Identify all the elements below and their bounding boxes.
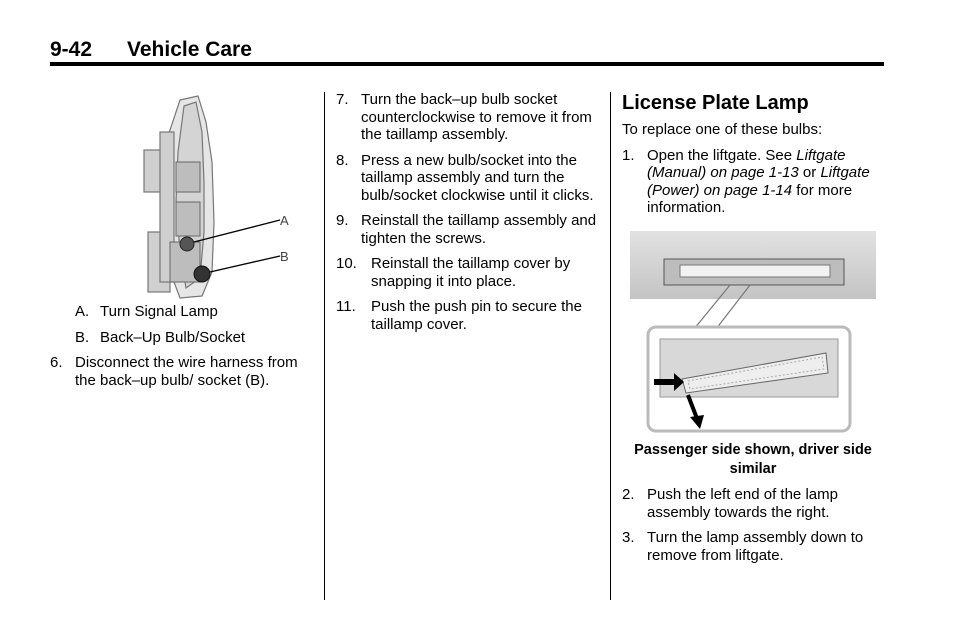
backup-bulb-socket	[193, 265, 211, 283]
step-text: Open the liftgate. See	[647, 146, 797, 164]
liftgate-manual-link[interactable]: Liftgate (Manual) on page 1-13	[647, 146, 846, 182]
column-divider-1	[324, 92, 325, 600]
item-marker: A.	[75, 303, 90, 320]
item-marker: B.	[75, 328, 90, 346]
list-item: 8. Press a new bulb/socket into the tail…	[336, 152, 598, 205]
list-item: 6. Disconnect the wire harness from the …	[50, 354, 312, 389]
list-item: 11. Push the push pin to secure the tail…	[336, 298, 598, 333]
item-text: Back–Up Bulb/Socket	[100, 328, 246, 346]
list-item: B. Back–Up Bulb/Socket	[50, 329, 312, 347]
item-text: Turn the lamp assembly down to remove fr…	[647, 529, 864, 564]
column-3: License Plate Lamp To replace one of the…	[622, 91, 884, 225]
step-text: or	[798, 164, 821, 181]
list-item: 3. Turn the lamp assembly down to remove…	[622, 529, 884, 564]
item-text: Press a new bulb/socket into the taillam…	[361, 151, 594, 204]
item-marker: 7.	[336, 91, 349, 108]
column-2: 7. Turn the back–up bulb socket counterc…	[336, 91, 598, 341]
list-item: 9. Reinstall the taillamp assembly and t…	[336, 212, 598, 247]
item-marker: 9.	[336, 212, 349, 229]
intro-text: To replace one of these bulbs:	[622, 121, 823, 138]
header-rule	[50, 62, 884, 66]
item-text: Reinstall the taillamp assembly and tigh…	[361, 212, 597, 247]
item-text: Push the left end of the lamp assembly t…	[647, 486, 838, 521]
item-marker: 3.	[622, 529, 635, 546]
callout-a: A	[280, 213, 289, 228]
item-text: Reinstall the taillamp cover by snapping…	[371, 255, 571, 290]
item-marker: 6.	[50, 354, 63, 371]
list-item: 10. Reinstall the taillamp cover by snap…	[336, 255, 598, 290]
list-item: A. Turn Signal Lamp	[50, 303, 312, 321]
column-1: A. Turn Signal Lamp B. Back–Up Bulb/Sock…	[50, 303, 312, 397]
item-marker: 2.	[622, 486, 635, 503]
item-text: Open the liftgate. See Liftgate (Manual)…	[647, 147, 884, 217]
taillamp-figure: A B	[143, 95, 289, 299]
list-item: 2. Push the left end of the lamp assembl…	[622, 486, 884, 521]
section-heading: License Plate Lamp	[622, 92, 809, 114]
turn-signal-socket	[179, 236, 195, 252]
list-item: 7. Turn the back–up bulb socket counterc…	[336, 91, 598, 144]
license-lamp-figure	[630, 231, 876, 433]
item-marker: 1.	[622, 146, 635, 164]
figure-caption: Passenger side shown, driver side simila…	[634, 442, 872, 477]
liftgate-power-link[interactable]: Liftgate (Power) on page 1-14	[647, 164, 870, 199]
section-title: Vehicle Care	[127, 38, 252, 61]
item-text: Turn Signal Lamp	[100, 303, 218, 320]
page-number: 9-42	[50, 38, 93, 61]
column-3-lower: 2. Push the left end of the lamp assembl…	[622, 486, 884, 572]
callout-b: B	[280, 249, 289, 264]
page-header: 9-42 Vehicle Care	[50, 38, 884, 66]
item-text: Disconnect the wire harness from the bac…	[75, 354, 298, 389]
column-divider-2	[610, 92, 611, 600]
push-arrow-icon	[654, 373, 684, 391]
step-text: for more information.	[647, 181, 853, 217]
item-text: Push the push pin to secure the taillamp…	[371, 298, 582, 333]
item-marker: 8.	[336, 151, 349, 169]
item-marker: 10.	[336, 255, 357, 272]
item-text: Turn the back–up bulb socket countercloc…	[361, 91, 592, 143]
item-marker: 11.	[336, 298, 356, 315]
list-item: 1. Open the liftgate. See Liftgate (Manu…	[622, 147, 884, 217]
lamp-assembly	[681, 352, 829, 394]
